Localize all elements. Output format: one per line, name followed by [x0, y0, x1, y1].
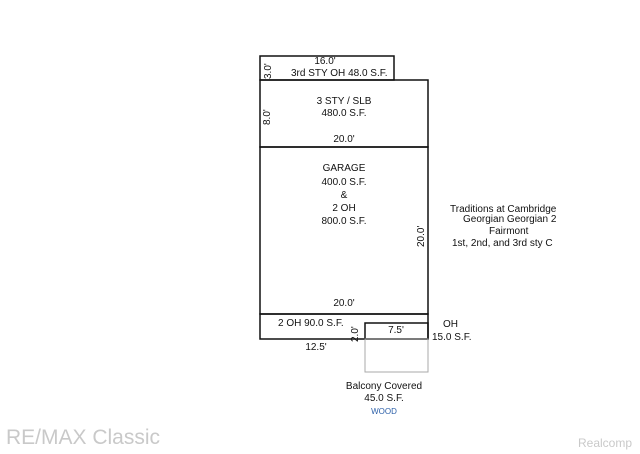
- overhang-strip-label: 2 OH 90.0 S.F.: [278, 318, 344, 330]
- balcony-covered-box: [364, 338, 429, 373]
- small-oh-width-dim: 7.5': [388, 325, 404, 336]
- note-model: Georgian Georgian 2: [463, 214, 557, 225]
- balcony-covered-label: Balcony Covered: [345, 381, 423, 392]
- small-oh-label: OH: [443, 319, 458, 330]
- garage-oh-area: 800.0 S.F.: [321, 216, 367, 227]
- garage-height-dim: 20.0': [416, 225, 427, 247]
- top-overhang-name: 3rd STY OH: [291, 68, 346, 79]
- garage-oh-label: 2 OH: [332, 203, 356, 214]
- small-oh-area: 15.0 S.F.: [432, 332, 472, 343]
- overhang-strip-width-dim: 12.5': [305, 342, 327, 353]
- watermark-realcomp: Realcomp: [578, 436, 633, 450]
- garage-ampersand: &: [340, 190, 348, 201]
- overhang-strip-name: 2 OH: [278, 318, 302, 329]
- overhang-strip-area: 90.0 S.F.: [304, 318, 344, 329]
- third-story-area: 480.0 S.F.: [321, 108, 367, 119]
- balcony-covered-area: 45.0 S.F.: [364, 393, 404, 404]
- garage-area: 400.0 S.F.: [321, 177, 367, 188]
- small-oh-height-dim: 2.0': [350, 326, 361, 342]
- top-overhang-label: 3rd STY OH 48.0 S.F.: [291, 68, 388, 80]
- watermark-remax: RE/MAX Classic: [6, 426, 161, 449]
- balcony-material-label: WOOD: [371, 407, 397, 416]
- third-story-label: 3 STY / SLB: [316, 96, 372, 107]
- third-story-height-dim: 8.0': [262, 109, 273, 125]
- garage-label: GARAGE: [322, 163, 366, 174]
- top-width-dim: 16.0': [314, 56, 336, 67]
- note-stories: 1st, 2nd, and 3rd sty C: [452, 238, 553, 249]
- top-height-dim: 3.0': [263, 63, 274, 79]
- garage-width-dim: 20.0': [333, 298, 355, 309]
- third-story-width-dim: 20.0': [333, 134, 355, 145]
- note-subdivision: Traditions at Cambridge: [450, 204, 557, 215]
- note-elevation: Fairmont: [489, 226, 529, 237]
- top-overhang-area: 48.0 S.F.: [348, 68, 388, 79]
